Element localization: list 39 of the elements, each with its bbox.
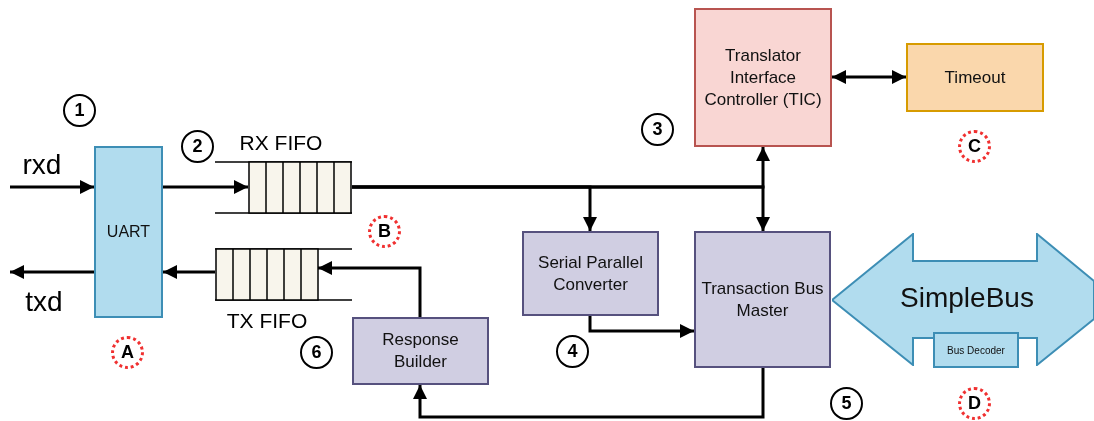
box-label: Bus Decoder (947, 343, 1005, 358)
callout-number: 3 (641, 113, 674, 146)
process-box (906, 43, 1044, 112)
fifo-label: TX FIFO (225, 308, 309, 334)
box-label: Serial Parallel Converter (537, 251, 644, 296)
callout-number: B (368, 215, 401, 248)
arrow (588, 316, 694, 338)
system-bus-shape (832, 233, 1094, 366)
box-label: Timeout (944, 66, 1006, 89)
callout-number: 6 (300, 336, 333, 369)
arrow (10, 180, 94, 194)
process-box (933, 332, 1019, 368)
fifo-label: RX FIFO (238, 130, 324, 156)
arrow (832, 70, 906, 84)
arrow (10, 265, 94, 279)
arrow (163, 180, 248, 194)
callout-number: D (958, 387, 991, 420)
arrow (352, 185, 770, 231)
callout-number: 2 (181, 130, 214, 163)
arrow (318, 261, 422, 317)
callout-number: 1 (63, 94, 96, 127)
process-box (522, 231, 659, 316)
box-label: Translator Interface Controller (TIC) (703, 44, 823, 111)
callout-number: 4 (556, 335, 589, 368)
arrow (163, 265, 215, 279)
signal-label: rxd (22, 149, 62, 181)
process-box (694, 231, 831, 368)
bus-label: SimpleBus (899, 281, 1035, 315)
callout-number: 5 (830, 387, 863, 420)
signal-label: txd (25, 286, 63, 318)
box-label: Transaction Bus Master (700, 277, 825, 322)
callout-number: C (958, 130, 991, 163)
box-label: Response Builder (381, 329, 460, 373)
arrow (413, 368, 765, 419)
callout-number: A (111, 336, 144, 369)
process-box (694, 8, 832, 147)
process-box (352, 317, 489, 385)
box-label: UART (106, 222, 151, 242)
uart-box (94, 146, 163, 318)
